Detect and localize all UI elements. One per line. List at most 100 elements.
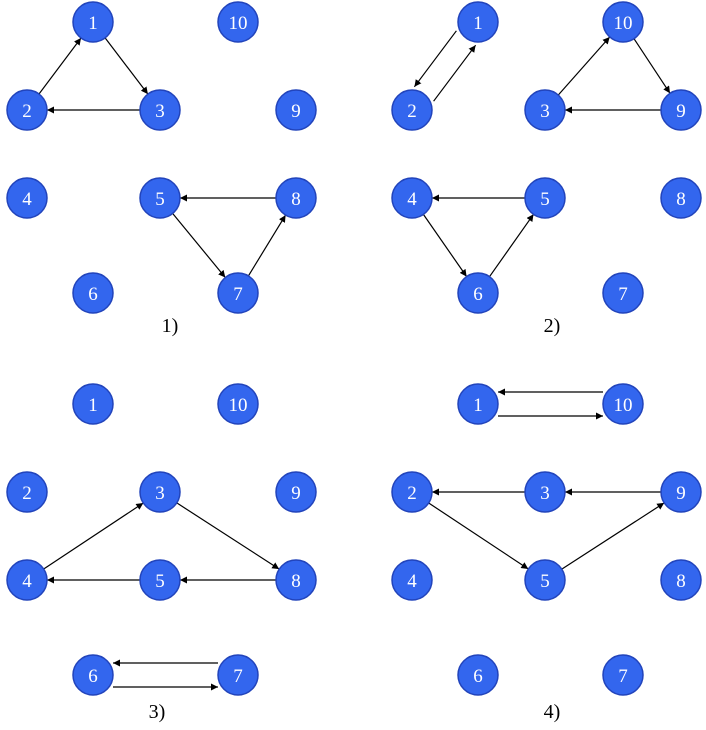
node-label: 9 xyxy=(676,101,686,122)
node-7: 7 xyxy=(217,654,259,696)
node-3: 3 xyxy=(139,471,181,513)
node-circle xyxy=(72,654,114,696)
node-circle xyxy=(524,471,566,513)
node-label: 7 xyxy=(618,666,628,687)
node-circle xyxy=(602,1,644,43)
node-label: 4 xyxy=(407,189,417,210)
node-circle xyxy=(6,559,48,601)
edge-2-to-5 xyxy=(428,502,529,570)
node-label: 6 xyxy=(473,666,483,687)
node-label: 4 xyxy=(22,571,32,592)
node-circle xyxy=(524,177,566,219)
node-circle xyxy=(217,272,259,314)
node-label: 7 xyxy=(233,666,243,687)
node-3: 3 xyxy=(524,471,566,513)
node-8: 8 xyxy=(660,559,702,601)
node-6: 6 xyxy=(72,272,114,314)
node-label: 9 xyxy=(291,101,301,122)
node-label: 10 xyxy=(229,13,248,34)
panel-2-nodes: 1 2 3 4 5 6 7 8 9 10 xyxy=(391,1,702,314)
node-label: 2 xyxy=(407,483,417,504)
node-5: 5 xyxy=(139,559,181,601)
node-label: 10 xyxy=(614,395,633,416)
node-7: 7 xyxy=(217,272,259,314)
node-4: 4 xyxy=(391,559,433,601)
edge-3-to-8 xyxy=(176,502,280,570)
node-label: 2 xyxy=(407,101,417,122)
node-circle xyxy=(457,272,499,314)
node-label: 1 xyxy=(88,395,98,416)
node-5: 5 xyxy=(139,177,181,219)
node-6: 6 xyxy=(457,654,499,696)
node-circle xyxy=(391,177,433,219)
node-2: 2 xyxy=(6,471,48,513)
edge-7-to-8 xyxy=(247,214,287,277)
node-2: 2 xyxy=(6,89,48,131)
node-9: 9 xyxy=(660,89,702,131)
edge-6-to-5 xyxy=(489,213,534,278)
panel-1-label: 1) xyxy=(162,315,179,337)
node-circle xyxy=(457,654,499,696)
node-4: 4 xyxy=(6,177,48,219)
node-8: 8 xyxy=(275,559,317,601)
node-label: 7 xyxy=(233,284,243,305)
node-circle xyxy=(139,471,181,513)
panel-1-nodes: 1 2 3 4 5 6 7 8 9 10 xyxy=(6,1,317,314)
node-label: 5 xyxy=(540,189,550,210)
node-6: 6 xyxy=(72,654,114,696)
node-10: 10 xyxy=(217,383,259,425)
node-label: 8 xyxy=(291,571,301,592)
panel-1: 1 2 3 4 5 6 7 8 9 10 1) xyxy=(6,1,317,337)
node-10: 10 xyxy=(602,383,644,425)
node-circle xyxy=(6,177,48,219)
node-7: 7 xyxy=(602,272,644,314)
panel-4-label: 4) xyxy=(544,701,561,723)
node-1: 1 xyxy=(72,1,114,43)
node-label: 8 xyxy=(676,189,686,210)
panel-4-edges xyxy=(428,388,665,570)
node-circle xyxy=(602,654,644,696)
node-circle xyxy=(660,471,702,513)
node-circle xyxy=(72,272,114,314)
node-6: 6 xyxy=(457,272,499,314)
node-3: 3 xyxy=(524,89,566,131)
node-circle xyxy=(602,272,644,314)
node-1: 1 xyxy=(457,383,499,425)
edge-5-to-7 xyxy=(172,213,226,278)
node-circle xyxy=(660,559,702,601)
node-circle xyxy=(391,471,433,513)
node-2: 2 xyxy=(391,89,433,131)
node-3: 3 xyxy=(139,89,181,131)
node-label: 3 xyxy=(540,101,550,122)
node-4: 4 xyxy=(391,177,433,219)
node-5: 5 xyxy=(524,177,566,219)
node-label: 10 xyxy=(614,13,633,34)
node-label: 9 xyxy=(291,483,301,504)
node-circle xyxy=(6,471,48,513)
edge-2-to-1 xyxy=(433,44,477,102)
node-8: 8 xyxy=(275,177,317,219)
edge-1-to-3 xyxy=(104,37,149,95)
node-label: 6 xyxy=(88,666,98,687)
node-circle xyxy=(139,559,181,601)
node-label: 3 xyxy=(155,101,165,122)
node-label: 1 xyxy=(473,13,483,34)
edge-1-to-2 xyxy=(413,30,457,88)
node-10: 10 xyxy=(217,1,259,43)
edge-4-to-6 xyxy=(422,214,468,277)
node-label: 1 xyxy=(473,395,483,416)
node-2: 2 xyxy=(391,471,433,513)
node-5: 5 xyxy=(524,559,566,601)
node-circle xyxy=(524,559,566,601)
node-circle xyxy=(457,383,499,425)
panel-2-edges xyxy=(413,30,671,278)
node-8: 8 xyxy=(660,177,702,219)
node-circle xyxy=(660,177,702,219)
node-label: 1 xyxy=(88,13,98,34)
node-label: 5 xyxy=(155,189,165,210)
